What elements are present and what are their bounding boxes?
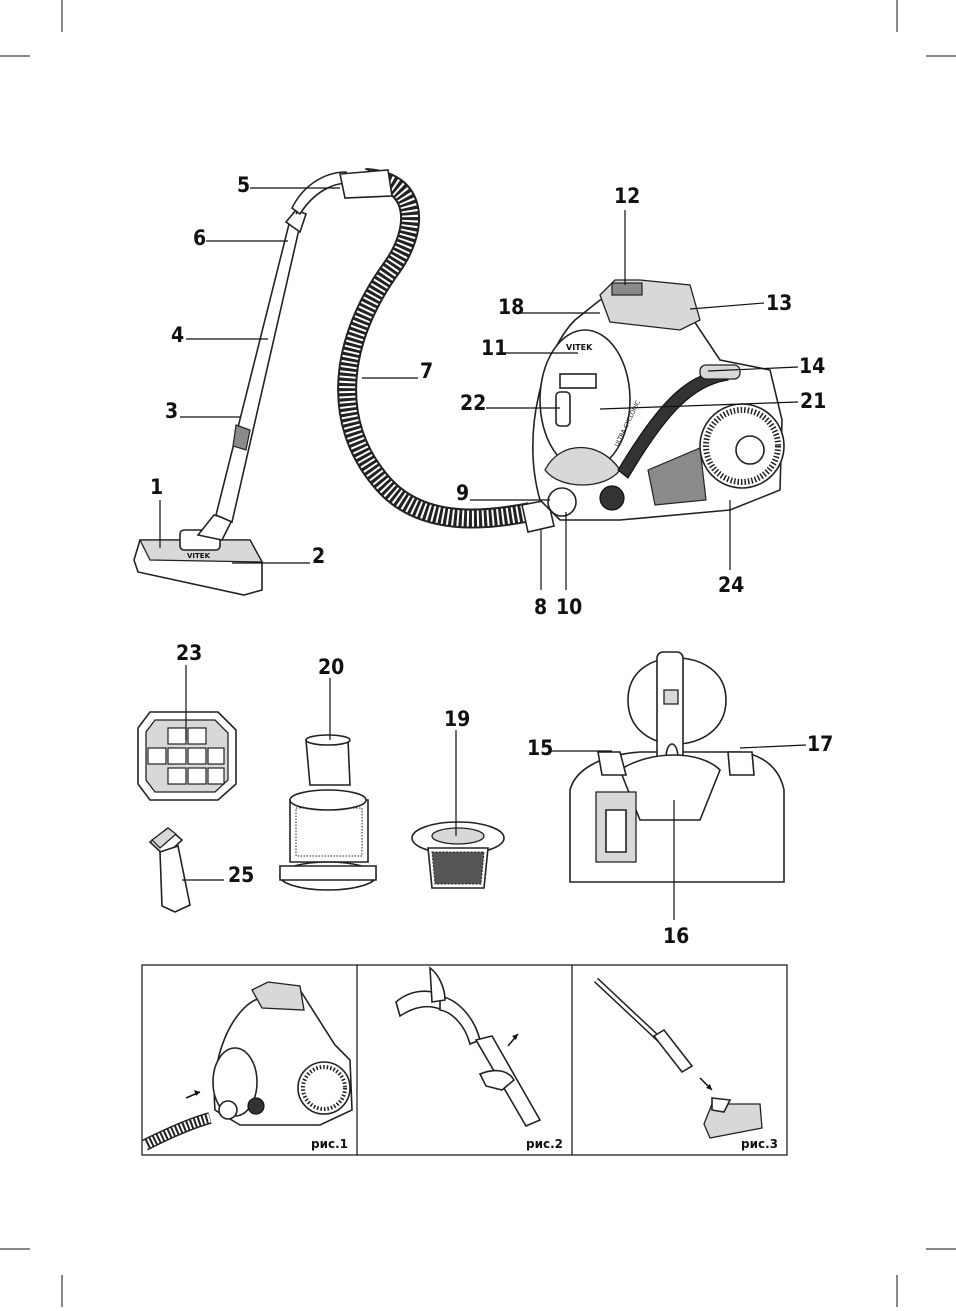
leader-lines	[159, 187, 799, 590]
callout-12: 12	[614, 184, 640, 208]
flexible-hose	[337, 168, 555, 533]
hepa-filter-23	[137, 711, 237, 801]
callout-9: 9	[456, 481, 469, 505]
callout-1: 1	[150, 475, 163, 499]
figure-2-caption: рис.2	[526, 1137, 563, 1151]
callout-labels: 5 6 4 3 1 2 7 12 18 13 11 14 22 21 9 24 …	[150, 173, 826, 619]
cyclone-filter-20	[279, 734, 377, 891]
rear-view-body	[569, 651, 785, 883]
figure-2-illustration	[395, 966, 542, 1128]
callout-2: 2	[312, 544, 325, 568]
figure-1-illustration	[142, 981, 353, 1151]
callout-19: 19	[444, 707, 470, 731]
callout-20: 20	[318, 655, 344, 679]
vacuum-body	[532, 279, 785, 521]
callout-15: 15	[527, 736, 553, 760]
callout-6: 6	[193, 226, 206, 250]
brush-brand: VITEK	[187, 552, 211, 560]
callout-22: 22	[460, 391, 486, 415]
callout-4: 4	[171, 323, 184, 347]
callout-18: 18	[498, 295, 524, 319]
figure-3-caption: рис.3	[741, 1137, 778, 1151]
callout-24: 24	[718, 573, 744, 597]
body-brand: VITEK	[566, 343, 593, 352]
callout-21: 21	[800, 389, 826, 413]
crevice-brush-25	[148, 826, 191, 913]
callout-17: 17	[807, 732, 833, 756]
callout-14: 14	[799, 354, 825, 378]
callout-5: 5	[237, 173, 250, 197]
callout-23: 23	[176, 641, 202, 665]
floor-brush	[133, 514, 264, 596]
figure-3-illustration	[593, 977, 763, 1139]
callout-3: 3	[165, 399, 178, 423]
callout-13: 13	[766, 291, 792, 315]
callout-7: 7	[420, 359, 433, 383]
callout-16: 16	[663, 924, 689, 948]
telescopic-tube	[215, 171, 349, 524]
callout-11: 11	[481, 336, 507, 360]
callout-25: 25	[228, 863, 254, 887]
motor-filter-19	[411, 821, 505, 889]
callout-10: 10	[556, 595, 582, 619]
figure-1-caption: рис.1	[311, 1137, 348, 1151]
callout-8: 8	[534, 595, 547, 619]
